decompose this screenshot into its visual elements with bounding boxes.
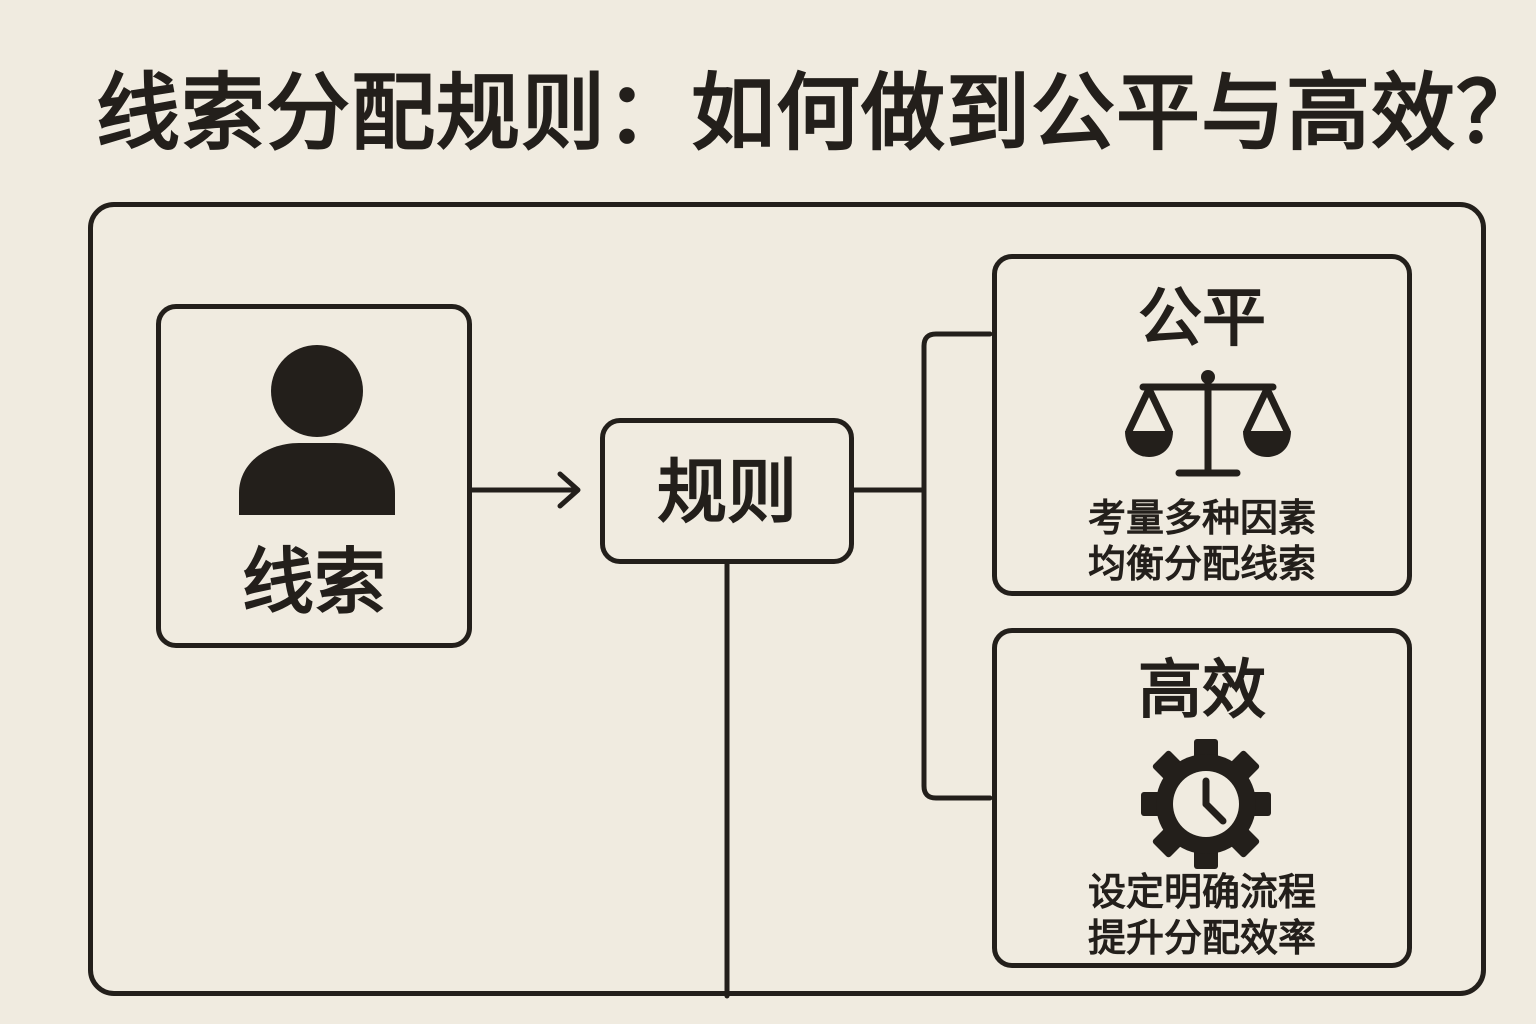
- rule-label: 规则: [657, 451, 797, 533]
- efficient-title: 高效: [1138, 654, 1266, 728]
- efficient-node: 高效 设定明确流程 提升分配效率: [992, 628, 1412, 968]
- lead-node: 线索: [156, 304, 472, 648]
- fair-node: 公平 考量多种因素 均衡分配线索: [992, 254, 1412, 596]
- efficient-line-2: 提升分配效率: [1087, 916, 1316, 960]
- person-icon: [239, 345, 395, 515]
- fair-line-2: 均衡分配线索: [1087, 542, 1316, 586]
- diagram-title: 线索分配规则：如何做到公平与高效？: [96, 64, 1536, 162]
- branch-bracket: [921, 331, 993, 801]
- scale-icon: [1125, 370, 1291, 477]
- fair-line-1: 考量多种因素: [1087, 496, 1316, 540]
- arrow-head: [557, 471, 581, 509]
- diagram-frame: [88, 202, 1486, 996]
- fair-title: 公平: [1138, 282, 1266, 356]
- efficient-line-1: 设定明确流程: [1087, 870, 1316, 914]
- efficient-description: 设定明确流程 提升分配效率: [997, 869, 1407, 961]
- rule-node: 规则: [600, 418, 854, 564]
- fair-description: 考量多种因素 均衡分配线索: [997, 495, 1407, 587]
- lead-label: 线索: [241, 540, 386, 624]
- gear-clock-icon: [1141, 739, 1271, 869]
